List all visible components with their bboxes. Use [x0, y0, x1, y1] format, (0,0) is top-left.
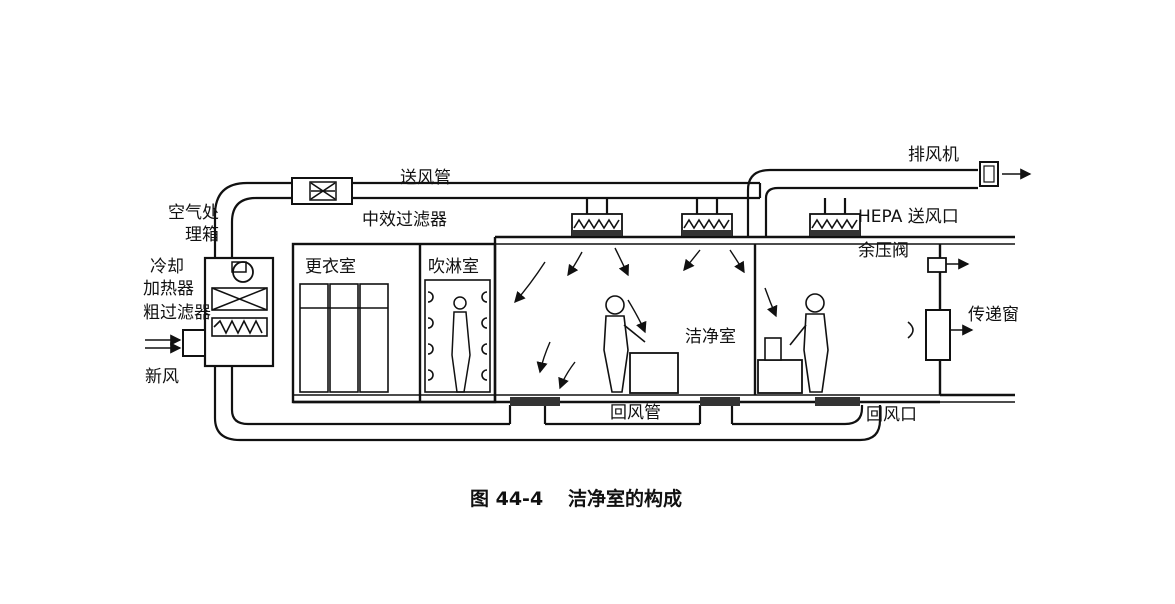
hepa-outlets [571, 198, 861, 237]
label-hepa-outlet: HEPA 送风口 [858, 207, 959, 227]
label-relief-valve: 余压阀 [858, 241, 909, 261]
label-air-shower: 吹淋室 [428, 257, 479, 277]
label-pass-box: 传递窗 [968, 305, 1019, 325]
label-changing-room: 更衣室 [305, 257, 356, 277]
figure-title: 洁净室的构成 [568, 487, 682, 510]
lockers [299, 283, 389, 393]
label-exhaust-fan: 排风机 [908, 145, 959, 165]
pass-box [907, 309, 974, 361]
label-return-outlet: 回风口 [866, 405, 917, 425]
air-handling-unit [145, 256, 275, 368]
return-grilles [510, 397, 860, 406]
label-ahu-2: 理箱 [185, 225, 219, 245]
label-medium-filter: 中效过滤器 [362, 210, 447, 230]
label-supply-duct: 送风管 [400, 168, 451, 188]
clean-room-workers [603, 293, 829, 394]
medium-filter [291, 177, 353, 205]
label-return-duct: 回风管 [610, 403, 661, 423]
exhaust-duct [746, 161, 1032, 236]
figure-number: 图 44-4 [470, 488, 543, 510]
label-cooling: 冷却 [150, 257, 184, 277]
return-duct [213, 366, 882, 442]
supply-duct [213, 181, 762, 258]
label-fresh-air: 新风 [145, 367, 179, 387]
air-shower [424, 279, 491, 393]
label-ahu: 空气处 [168, 203, 219, 223]
airflow-arrows [514, 247, 778, 390]
label-clean-room: 洁净室 [685, 327, 736, 347]
building-walls [291, 235, 1015, 404]
relief-valve [927, 257, 970, 273]
label-heater: 加热器 [143, 279, 194, 299]
label-coarse-filter: 粗过滤器 [143, 303, 211, 323]
